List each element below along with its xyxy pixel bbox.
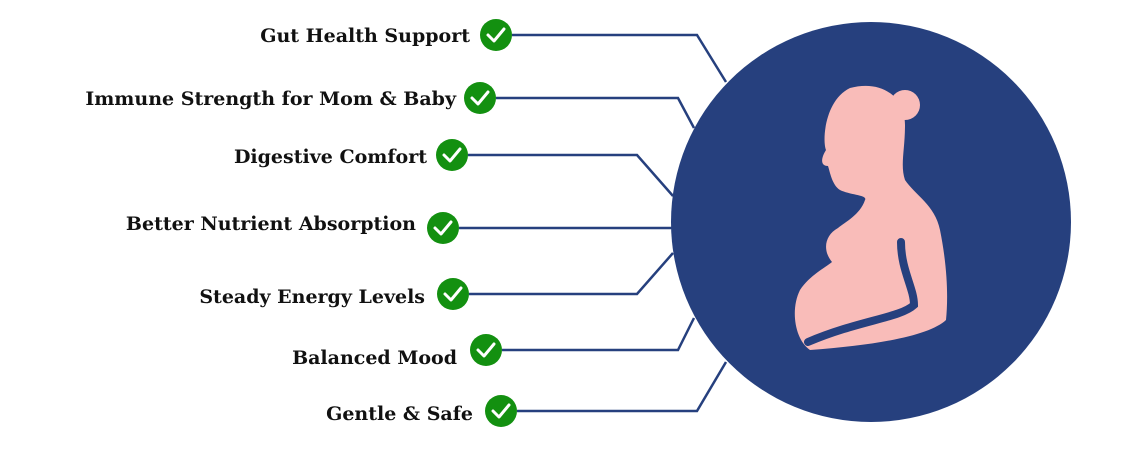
connector-line [502,317,696,352]
check-icon [464,82,496,114]
benefit-label: Better Nutrient Absorption [126,213,416,235]
connector-line [517,361,728,413]
check-icon [437,278,469,310]
benefit-list: Gut Health Support Immune Strength for M… [85,19,517,427]
benefit-label: Immune Strength for Mom & Baby [85,88,457,110]
connector-lines [459,33,728,413]
connector-line [496,96,696,129]
benefit-item: Steady Energy Levels [199,278,469,310]
benefit-label: Steady Energy Levels [199,286,425,308]
check-icon [470,334,502,366]
pregnant-woman-icon [794,85,948,350]
connector-line [468,153,674,197]
connector-line [512,33,728,83]
benefit-item: Gut Health Support [260,19,512,51]
benefit-label: Gentle & Safe [326,403,473,425]
benefit-label: Balanced Mood [292,347,457,369]
benefit-item: Immune Strength for Mom & Baby [85,82,496,114]
benefit-item: Balanced Mood [292,334,502,369]
benefit-item: Gentle & Safe [326,395,517,427]
benefit-label: Digestive Comfort [234,146,427,168]
connector-line [469,252,674,296]
check-icon [436,139,468,171]
benefit-item: Better Nutrient Absorption [126,212,459,244]
benefit-item: Digestive Comfort [234,139,468,171]
check-icon [427,212,459,244]
check-icon [480,19,512,51]
benefit-label: Gut Health Support [260,25,470,47]
check-icon [485,395,517,427]
